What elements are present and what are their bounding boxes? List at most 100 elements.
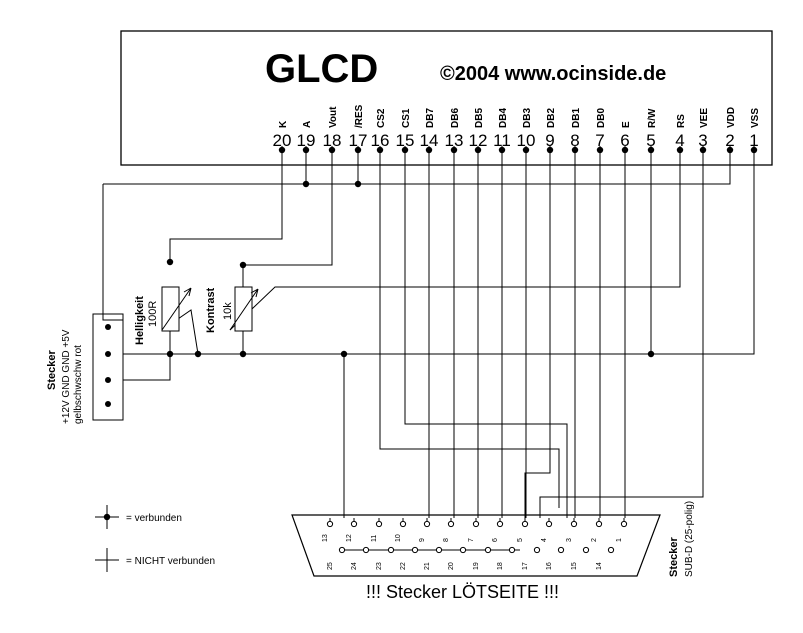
subd-pin-top xyxy=(375,520,383,528)
wire-vout-to-pot xyxy=(242,146,333,287)
subd-pin-top xyxy=(521,520,529,528)
pot-brightness-name: Helligkeit xyxy=(134,296,146,345)
subd-pin-top xyxy=(447,520,455,528)
power-connector-title: Stecker xyxy=(46,350,58,390)
wire-k-to-pot xyxy=(169,146,283,262)
power-connector-body xyxy=(92,313,124,421)
subd-pin-bottom xyxy=(387,546,395,554)
power-connector-pins-label: +12V GND GND +5V xyxy=(61,329,72,424)
lcd-pin-number: 15 xyxy=(396,131,415,150)
legend-not-connected: = NICHT verbunden xyxy=(126,556,215,567)
subd-pin-number: 8 xyxy=(443,538,450,542)
pot-brightness-value: 100R xyxy=(147,301,159,327)
subd-subtitle: SUB-D (25-polig) xyxy=(684,501,695,577)
subd-pin-top xyxy=(570,520,578,528)
pot-contrast-name: Kontrast xyxy=(205,287,217,333)
subd-pin-number: 25 xyxy=(327,562,334,570)
lcd-pin-label: CS2 xyxy=(376,108,387,128)
subd-pin-bottom xyxy=(508,546,516,554)
subd-pin-top xyxy=(350,520,358,528)
subd-pin-number: 11 xyxy=(371,535,378,542)
subd-pin-top xyxy=(423,520,431,528)
lcd-pin-label: DB6 xyxy=(450,108,461,128)
lcd-pin-label: DB2 xyxy=(546,108,557,128)
subd-pin-top xyxy=(472,520,480,528)
subd-pin-number: 7 xyxy=(468,538,475,542)
lcd-pin-label: R/W xyxy=(647,108,658,128)
lcd-pin-number: 4 xyxy=(675,131,684,150)
lcd-pin-label: A xyxy=(302,121,313,128)
subd-pin-top xyxy=(399,520,407,528)
subd-pin-number: 22 xyxy=(400,562,407,570)
wiper-contrast-to-vee xyxy=(229,146,681,331)
subd-pin-number: 14 xyxy=(596,562,603,570)
lcd-pin-number: 19 xyxy=(297,131,316,150)
subd-pin-number: 3 xyxy=(566,538,573,542)
wire-cs2 xyxy=(379,146,560,508)
subd-pin-number: 17 xyxy=(522,562,529,570)
lcd-pin-label: K xyxy=(278,120,289,128)
subd-pin-bottom xyxy=(411,546,419,554)
legend-junction-dot xyxy=(103,513,111,521)
subd-pin-number: 12 xyxy=(346,534,353,542)
wires xyxy=(102,146,755,551)
lcd-pin-label: RS xyxy=(676,114,687,128)
subd-pin-number: 19 xyxy=(473,562,480,570)
lcd-pin-number: 3 xyxy=(698,131,707,150)
pot-contrast-arrow xyxy=(229,288,259,331)
junction-dots xyxy=(166,180,655,358)
lcd-title: GLCD xyxy=(265,47,378,91)
subd-pin-number: 20 xyxy=(448,562,455,570)
subd-pin-top xyxy=(545,520,553,528)
lcd-pin-label: DB1 xyxy=(571,108,582,128)
lcd-pin-number: 17 xyxy=(349,131,368,150)
lcd-pin-number: 18 xyxy=(323,131,342,150)
subd-title: Stecker xyxy=(668,537,680,577)
lcd-pin-label: /RES xyxy=(354,104,365,128)
subd-pin-top xyxy=(496,520,504,528)
subd-pin-number: 23 xyxy=(376,562,383,570)
subd-pin-top xyxy=(620,520,628,528)
subd-pin-number: 16 xyxy=(546,562,553,570)
lcd-pin-label: CS1 xyxy=(401,108,412,128)
lcd-pin-number: 8 xyxy=(570,131,579,150)
subd-pin-number: 18 xyxy=(497,562,504,570)
subd-pin-bottom xyxy=(557,546,565,554)
lcd-pin-label: Vout xyxy=(328,106,339,128)
lcd-pin-label: DB3 xyxy=(522,108,533,128)
subd-pin-number: 13 xyxy=(322,534,329,542)
legend-connected: = verbunden xyxy=(126,513,182,524)
lcd-pin-number: 20 xyxy=(273,131,292,150)
pot-contrast-body xyxy=(234,286,253,332)
lcd-pin-label: VDD xyxy=(726,107,737,128)
lcd-pin-label: DB7 xyxy=(425,108,436,128)
lcd-pin-number: 13 xyxy=(445,131,464,150)
lcd-copyright: ©2004 www.ocinside.de xyxy=(440,63,666,85)
wire-cs1 xyxy=(404,146,568,518)
subd-pin-bottom xyxy=(533,546,541,554)
subd-pin-bottom xyxy=(362,546,370,554)
power-connector-colors-label: gelbschwschw rot xyxy=(73,345,84,424)
subd-pin-number: 24 xyxy=(351,562,358,570)
subd-pin-bottom xyxy=(338,546,346,554)
lcd-pin-label: E xyxy=(621,121,632,128)
lcd-pin-number: 14 xyxy=(420,131,439,150)
subd-pin-bottom xyxy=(582,546,590,554)
lcd-pin-number: 16 xyxy=(371,131,390,150)
subd-pin-number: 2 xyxy=(591,538,598,542)
lcd-module-outline xyxy=(120,30,773,166)
wire-rs xyxy=(539,146,704,518)
subd-pin-bottom xyxy=(484,546,492,554)
lcd-pin-label: DB5 xyxy=(474,108,485,128)
lcd-pin-number: 9 xyxy=(545,131,554,150)
subd-pin-top xyxy=(326,520,334,528)
subd-pin-bottom xyxy=(607,546,615,554)
subd-pin-number: 6 xyxy=(492,538,499,542)
lcd-pin-number: 5 xyxy=(646,131,655,150)
subd-pin-bottom xyxy=(435,546,443,554)
subd-pin-top xyxy=(595,520,603,528)
lcd-pin-number: 1 xyxy=(749,131,758,150)
lcd-pin-number: 7 xyxy=(595,131,604,150)
